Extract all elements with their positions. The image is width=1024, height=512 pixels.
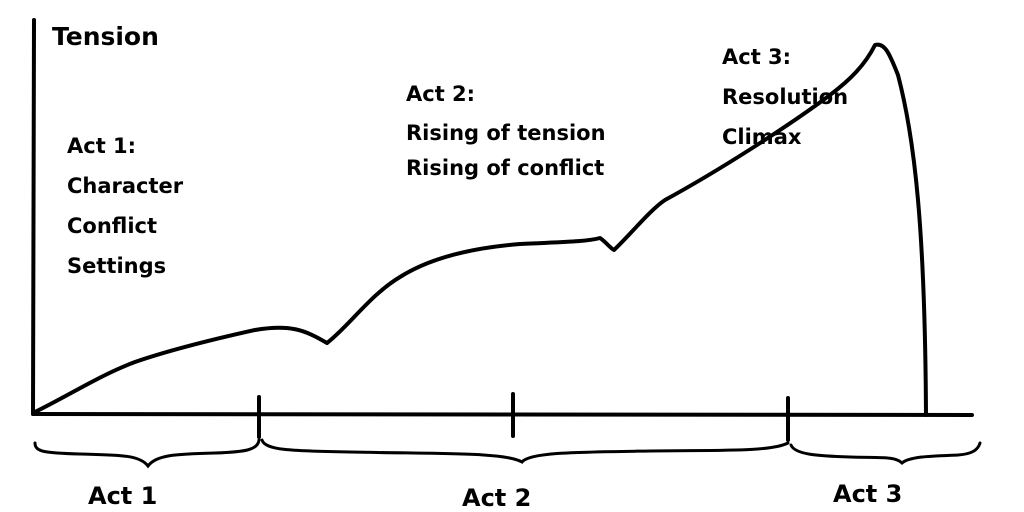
act-3-annotation-climax: Climax [722,125,802,149]
act-2-annotation-heading: Act 2: [406,82,476,106]
act-1-annotation-character: Character [67,174,184,198]
act-3-brace [789,441,982,466]
act-3-annotation-heading: Act 3: [722,45,792,69]
x-axis [31,412,974,417]
act-1-annotation-settings: Settings [67,254,167,278]
act-1-annotation-conflict: Conflict [67,214,158,238]
act-3-annotation-resolution: Resolution [722,85,849,109]
act-2-brace [260,438,790,464]
y-axis [31,18,36,416]
act-1-label: Act 1 [88,482,158,510]
act-1-brace [33,438,261,469]
act-2-label: Act 2 [462,484,532,512]
y-axis-label: Tension [52,22,159,51]
act-2-annotation-rising-tension: Rising of tension [406,121,606,145]
act-1-annotation-heading: Act 1: [67,134,137,158]
tension-curve [31,42,928,417]
act-3-label: Act 3 [833,480,903,508]
act-2-annotation-rising-conflict: Rising of conflict [406,156,605,180]
